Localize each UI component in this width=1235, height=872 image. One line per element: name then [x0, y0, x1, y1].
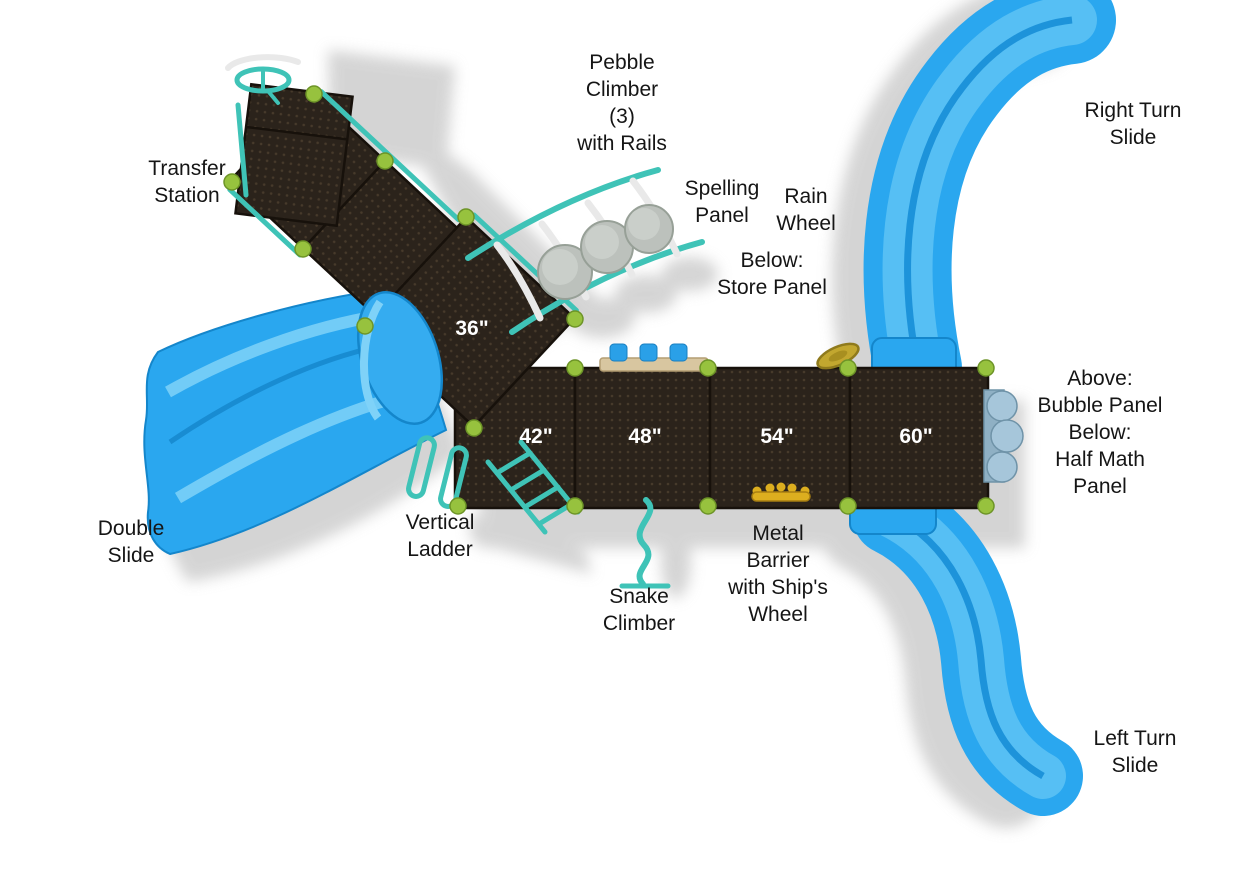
- vertical-ladder-shape: [406, 435, 581, 535]
- deck-36-height: 36": [455, 317, 489, 340]
- deck-42-height: 42": [519, 425, 553, 448]
- label-left-turn-slide: Left Turn Slide: [1093, 727, 1177, 777]
- right-turn-slide: [863, 0, 1116, 412]
- deck-connectors: [223, 85, 995, 515]
- decks: [228, 82, 990, 510]
- label-snake-climber: Snake Climber: [602, 585, 676, 635]
- deck-48-height: 48": [628, 425, 662, 448]
- deck-60-height: 60": [899, 425, 933, 448]
- label-metal-barrier: Metal Barrier with Ship's Wheel: [728, 522, 828, 626]
- label-spelling-panel: Spelling Panel: [684, 177, 760, 227]
- deck-54-height: 54": [760, 425, 794, 448]
- ships-wheel-shape: [751, 482, 811, 502]
- bubble-panel-shape: [983, 389, 1024, 483]
- label-right-turn-slide: Right Turn Slide: [1084, 99, 1182, 149]
- double-slide-hood-highlight: [360, 299, 384, 421]
- steering-wheel-icon: [225, 54, 301, 105]
- snake-climber-shape: [619, 497, 671, 589]
- label-store-panel: Below: Store Panel: [717, 249, 827, 299]
- label-pebble-climber: Pebble Climber (3) with Rails: [577, 51, 667, 155]
- deck-48: [573, 366, 712, 510]
- label-double-slide: Double Slide: [97, 517, 165, 567]
- label-rain-wheel: Rain Wheel: [776, 185, 836, 235]
- label-vertical-ladder: Vertical Ladder: [405, 511, 475, 561]
- label-bubble-math-panel: Above: Bubble Panel Below: Half Math Pan…: [1037, 367, 1163, 498]
- label-transfer-station: Transfer Station: [148, 157, 226, 207]
- pebble-climber: [465, 167, 705, 335]
- spelling-panel-board: [599, 343, 709, 372]
